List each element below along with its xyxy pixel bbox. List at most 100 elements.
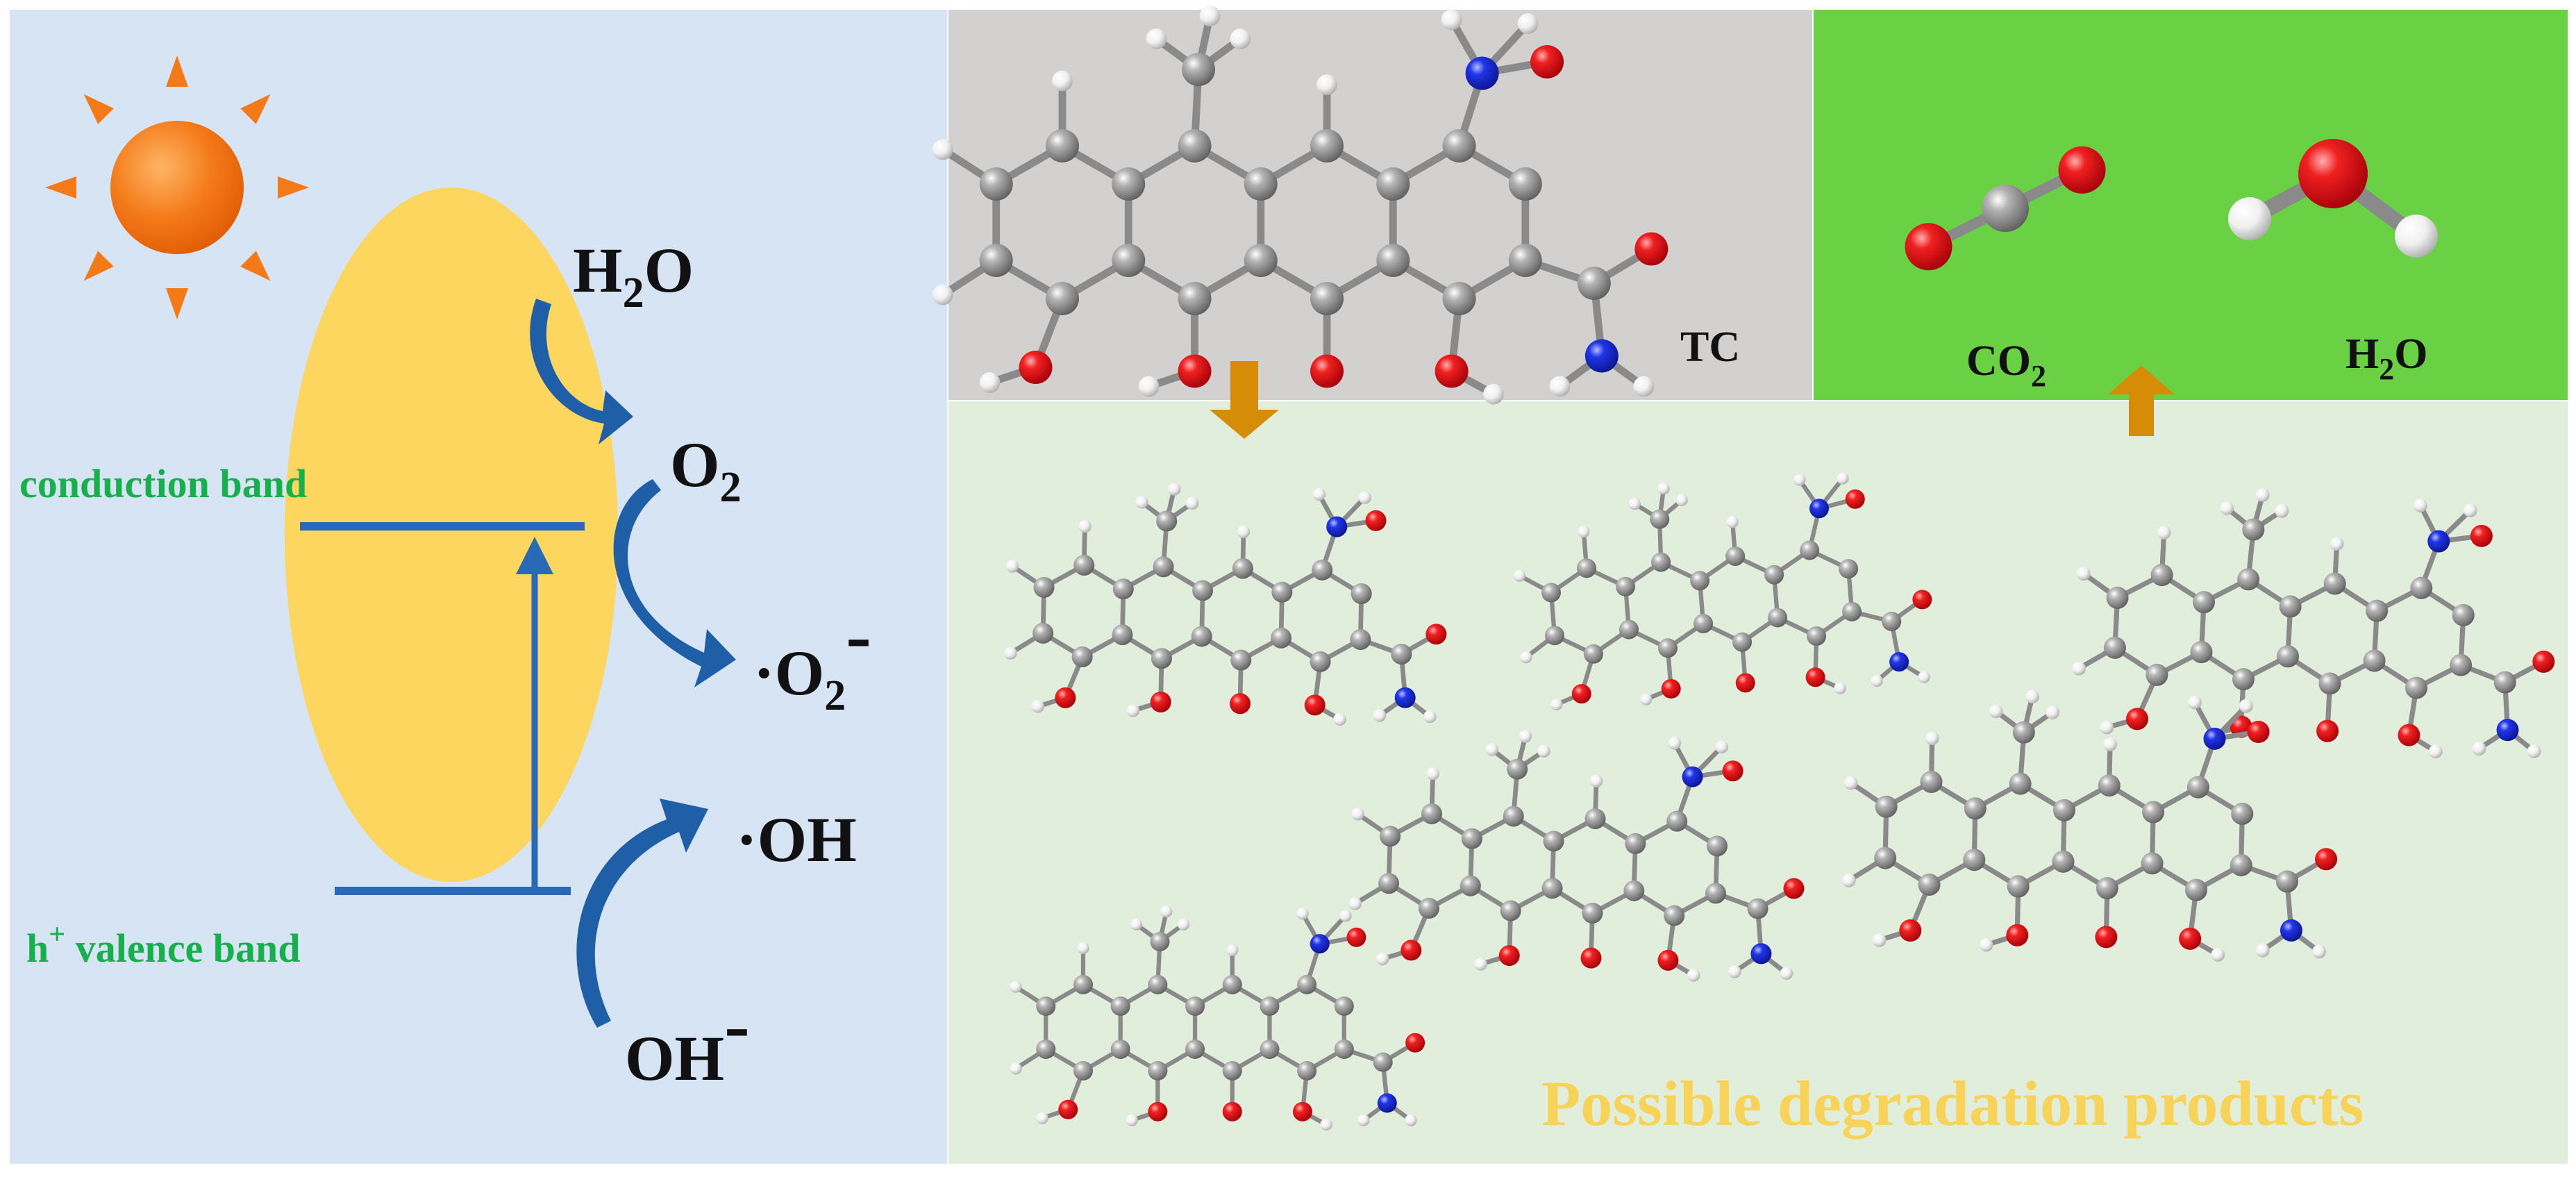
hydrogen-atom bbox=[1519, 730, 1532, 743]
carbon-atom bbox=[1373, 1052, 1393, 1072]
carbon-atom bbox=[2106, 586, 2129, 609]
oxygen-atom bbox=[1530, 45, 1564, 78]
hydrogen-atom bbox=[2463, 503, 2477, 517]
carbon-atom bbox=[2190, 641, 2213, 664]
oxygen-atom bbox=[1150, 691, 1171, 712]
carbon-atom bbox=[2142, 801, 2165, 824]
carbon-atom bbox=[1768, 608, 1788, 628]
hydrogen-atom bbox=[1578, 525, 1590, 538]
carbon-atom bbox=[1153, 556, 1174, 578]
carbon-atom bbox=[1148, 1061, 1168, 1080]
oxygen-atom bbox=[2179, 927, 2202, 950]
molecule-model bbox=[2072, 487, 2555, 759]
carbon-atom bbox=[1182, 53, 1216, 86]
carbon-atom bbox=[1623, 880, 1645, 901]
oxygen-atom bbox=[1310, 354, 1344, 388]
carbon-atom bbox=[1244, 244, 1278, 277]
hydrogen-atom bbox=[1520, 651, 1532, 664]
molecule-model bbox=[1348, 730, 1805, 982]
carbon-atom bbox=[1800, 540, 1820, 560]
carbon-atom bbox=[1982, 185, 2029, 232]
carbon-atom bbox=[1271, 627, 1292, 649]
oxygen-atom bbox=[2316, 719, 2339, 742]
oxygen-atom bbox=[1304, 694, 1325, 716]
oxygen-atom bbox=[1498, 945, 1520, 967]
hydrogen-atom bbox=[1675, 494, 1688, 506]
nitrogen-atom bbox=[1889, 652, 1909, 672]
carbon-atom bbox=[2009, 772, 2032, 795]
carbon-atom bbox=[1421, 803, 1443, 825]
oxygen-atom bbox=[1019, 351, 1053, 384]
nitrogen-atom bbox=[1682, 766, 1703, 787]
superoxide-label: ·O2- bbox=[753, 593, 871, 719]
oxygen-atom bbox=[1222, 1101, 1242, 1121]
hydrogen-atom bbox=[1687, 969, 1700, 982]
hydrogen-atom bbox=[1010, 980, 1022, 993]
hydrogen-atom bbox=[1010, 1062, 1022, 1075]
hydrogen-atom bbox=[1441, 9, 1462, 31]
hydrogen-atom bbox=[1126, 1114, 1138, 1126]
hydrogen-atom bbox=[2428, 744, 2443, 759]
carbon-atom bbox=[1376, 167, 1410, 201]
carbon-atom bbox=[1391, 643, 1412, 665]
carbon-atom bbox=[1178, 282, 1212, 315]
hydrogen-atom bbox=[1230, 28, 1251, 49]
carbon-atom bbox=[1112, 578, 1134, 600]
carbon-atom bbox=[1583, 644, 1603, 664]
oxygen-atom bbox=[1580, 947, 1602, 969]
oxygen-atom bbox=[1571, 684, 1591, 704]
nitrogen-atom bbox=[2427, 530, 2450, 553]
hydrogen-atom bbox=[979, 372, 1001, 393]
hydrogen-atom bbox=[1871, 674, 1883, 687]
nitrogen-atom bbox=[1394, 687, 1416, 708]
carbon-atom bbox=[1500, 900, 1521, 921]
sun-ray bbox=[83, 94, 114, 124]
molecule-model bbox=[1905, 146, 2106, 271]
oxygen-atom bbox=[1905, 223, 1952, 271]
water-label: H2O bbox=[573, 235, 694, 317]
carbon-atom bbox=[1232, 558, 1253, 579]
carbon-atom bbox=[1071, 646, 1093, 667]
carbon-atom bbox=[1073, 555, 1095, 576]
oxygen-atom bbox=[2298, 139, 2368, 208]
hydrogen-atom bbox=[2188, 695, 2202, 710]
hydrogen-atom bbox=[1726, 515, 1739, 528]
hydrogen-atom bbox=[1146, 28, 1167, 49]
hydroxyl-radical-label: ·OH bbox=[736, 804, 857, 875]
carbon-atom bbox=[1110, 996, 1130, 1016]
carbon-atom bbox=[2150, 564, 2173, 587]
hydroxide-label: OH- bbox=[625, 983, 750, 1094]
carbon-atom bbox=[1260, 1040, 1280, 1059]
carbon-atom bbox=[1616, 576, 1636, 596]
hydrogen-atom bbox=[2025, 690, 2039, 704]
carbon-atom bbox=[1842, 601, 1862, 621]
carbon-atom bbox=[2098, 774, 2121, 797]
carbon-atom bbox=[2146, 663, 2168, 686]
carbon-atom bbox=[2318, 672, 2341, 695]
carbon-atom bbox=[1112, 167, 1146, 201]
oxygen-atom bbox=[2095, 926, 2118, 949]
hydrogen-atom bbox=[1668, 736, 1682, 750]
nitrogen-atom bbox=[1584, 339, 1619, 373]
hydrogen-atom bbox=[2395, 215, 2438, 258]
carbon-atom bbox=[1460, 875, 1481, 896]
oxygen-atom bbox=[1845, 489, 1865, 509]
oxygen-atom bbox=[1405, 1033, 1425, 1053]
hydrogen-atom bbox=[1843, 776, 1858, 790]
hydrogen-atom bbox=[1925, 731, 1939, 746]
hydrogen-atom bbox=[1031, 700, 1044, 713]
hydrogen-atom bbox=[932, 139, 953, 160]
carbon-atom bbox=[1334, 1040, 1354, 1059]
carbon-atom bbox=[1543, 830, 1564, 852]
carbon-atom bbox=[979, 167, 1013, 201]
hydrogen-atom bbox=[2414, 498, 2427, 512]
hydrogen-atom bbox=[1657, 482, 1670, 495]
hydrogen-atom bbox=[1728, 965, 1741, 978]
oxygen-atom bbox=[1435, 354, 1469, 388]
carbon-atom bbox=[2277, 645, 2300, 668]
carbon-atom bbox=[2012, 721, 2035, 744]
hydrogen-atom bbox=[1872, 933, 1887, 947]
hydrogen-atom bbox=[2046, 705, 2060, 719]
oxygen-atom bbox=[2125, 708, 2148, 731]
